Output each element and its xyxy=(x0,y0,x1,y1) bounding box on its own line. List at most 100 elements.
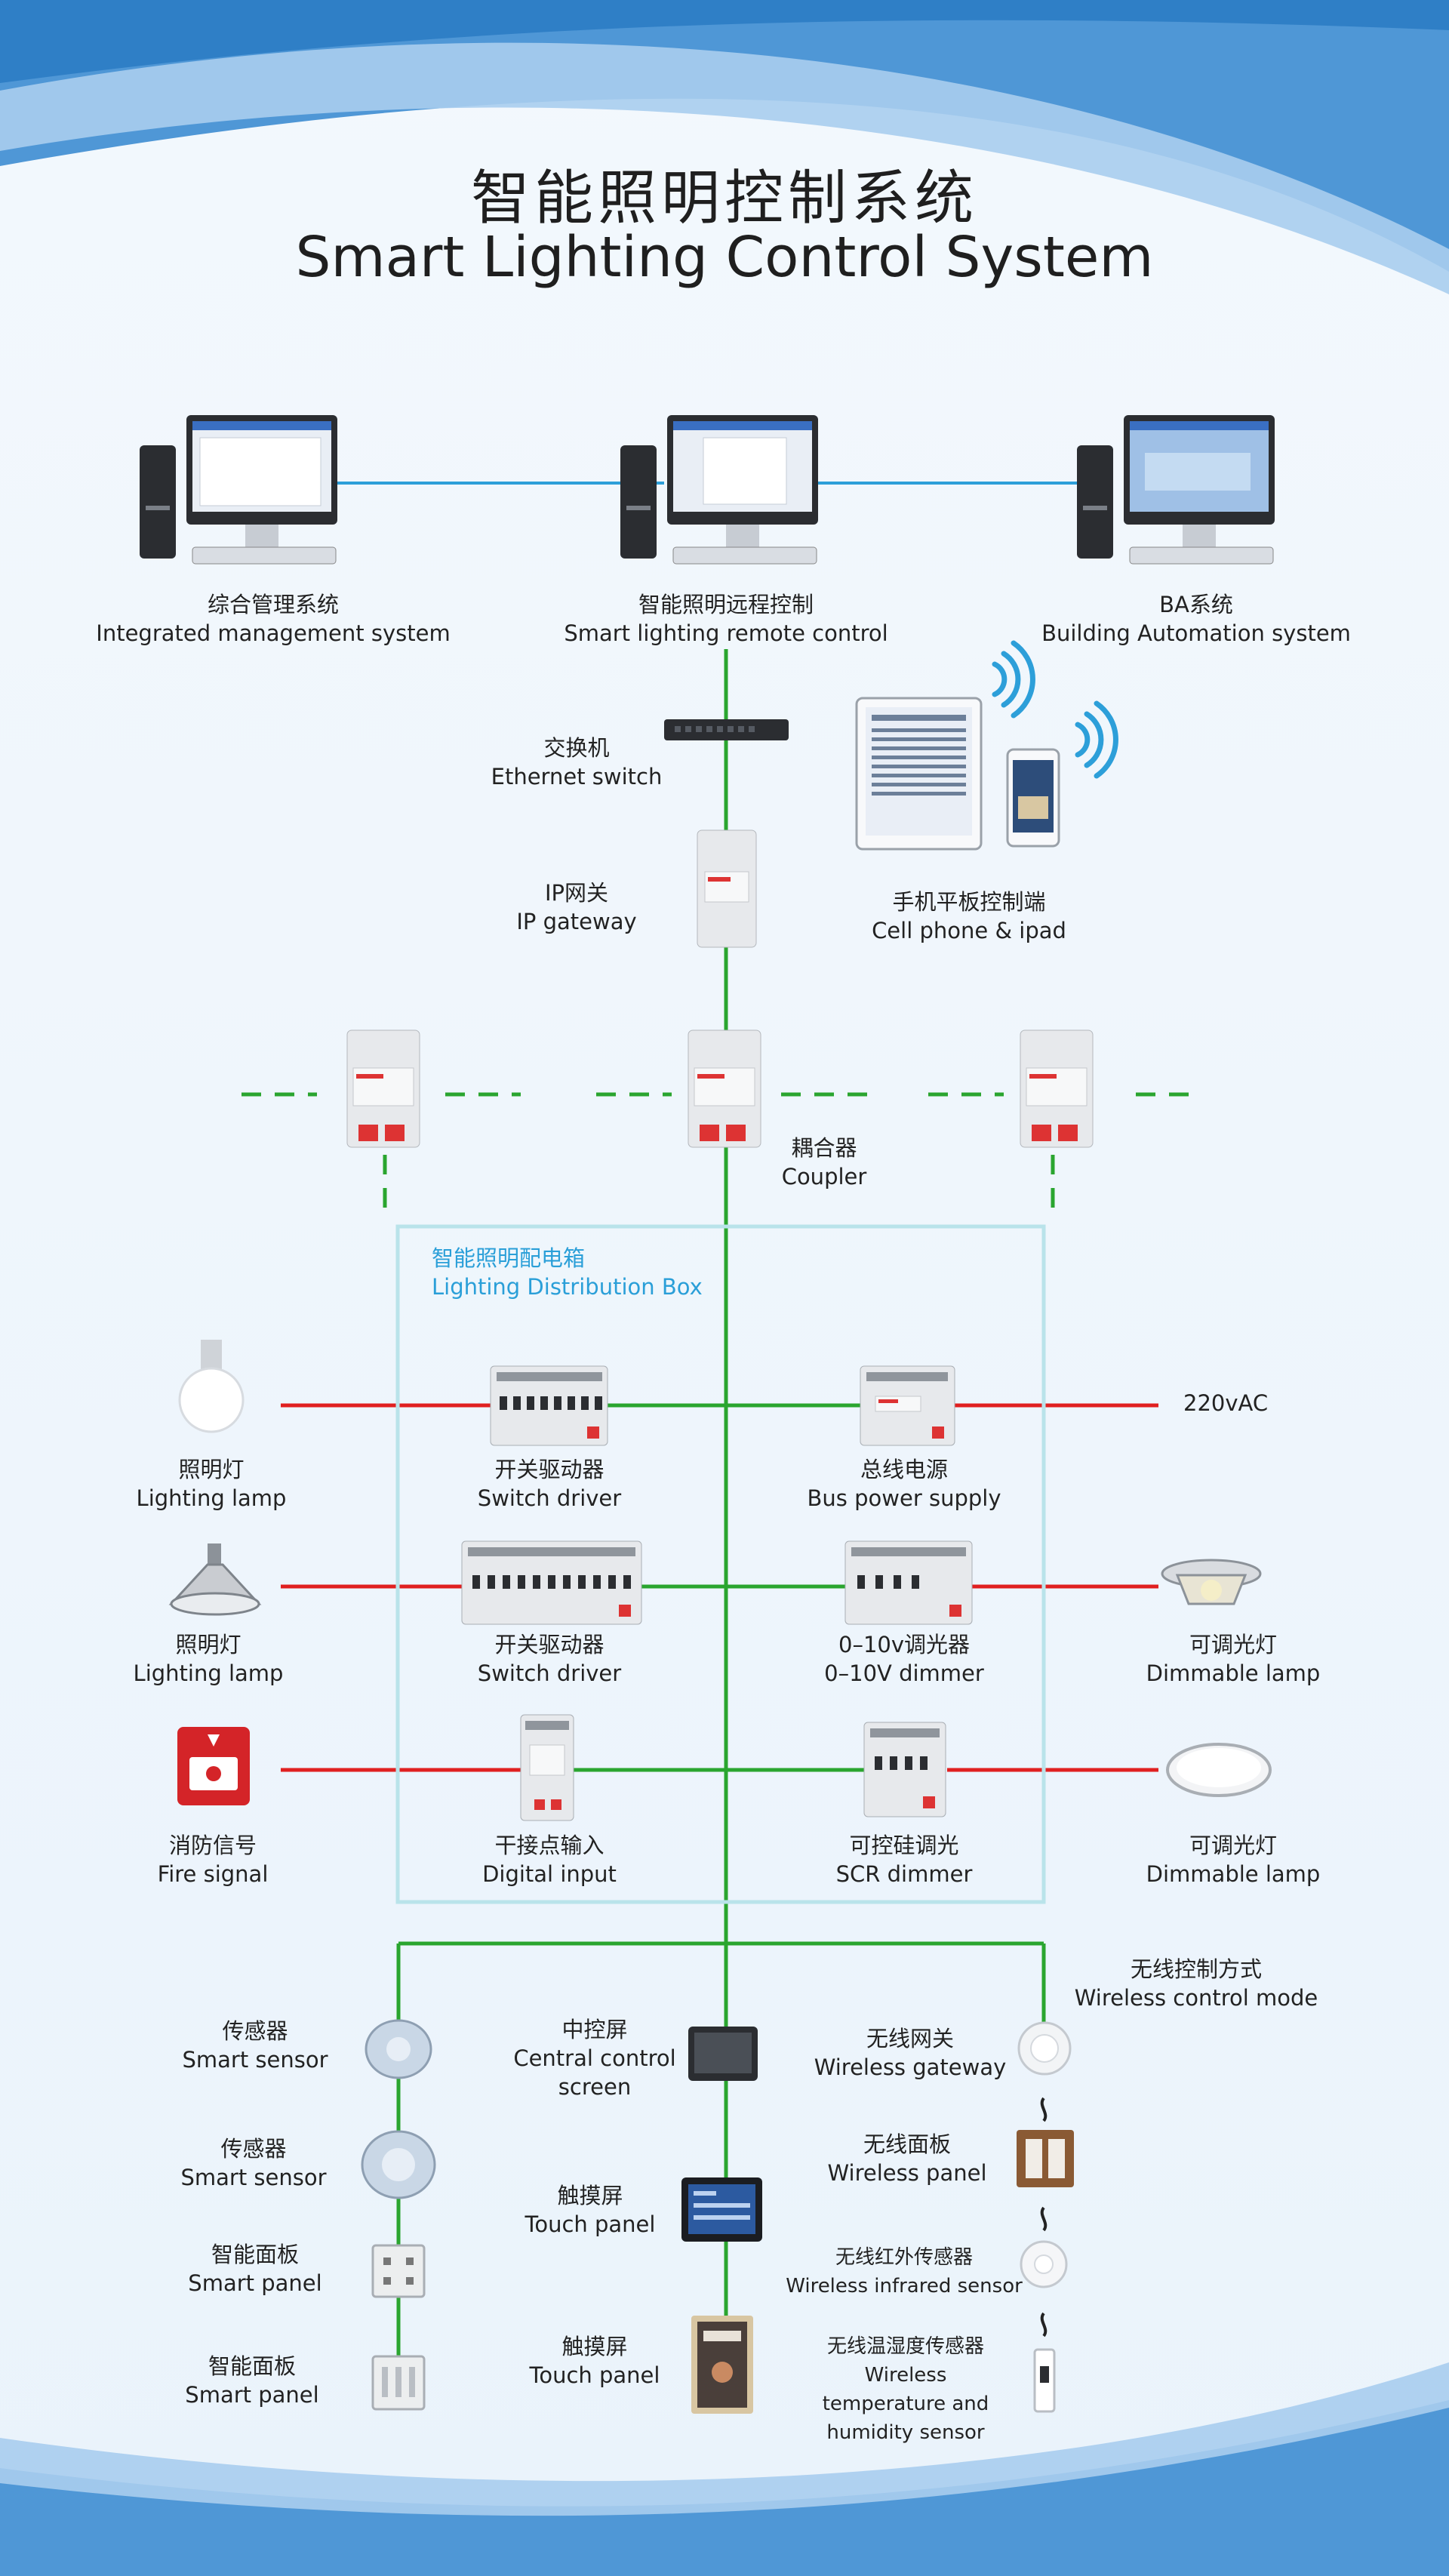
panel-light-icon[interactable] xyxy=(1166,1743,1272,1797)
label-zh: 智能面板 xyxy=(211,2242,299,2267)
label-zh: 开关驱动器 xyxy=(494,1632,605,1657)
label-en: SCR dimmer xyxy=(835,1861,973,1887)
label-en: Switch driver xyxy=(477,1660,622,1686)
label-en: Bus power supply xyxy=(807,1485,1001,1511)
coupler-label: 耦合器 Coupler xyxy=(782,1134,867,1191)
touch-panel-icon[interactable] xyxy=(691,2316,753,2414)
fire-alarm-icon[interactable] xyxy=(177,1727,250,1805)
scr-dimmer-icon[interactable] xyxy=(863,1722,946,1817)
label-en: 0–10V dimmer xyxy=(824,1660,984,1686)
computer-icon[interactable] xyxy=(140,415,337,565)
label-en: Coupler xyxy=(781,1164,867,1190)
downlight-icon[interactable] xyxy=(1161,1559,1262,1605)
label-en: Lighting lamp xyxy=(133,1660,284,1686)
wireless-gateway-label: 无线网关 Wireless gateway xyxy=(814,2024,1007,2082)
module-label: 总线电源 Bus power supply xyxy=(808,1455,1001,1513)
label-en: Smart lighting remote control xyxy=(564,620,888,646)
lamp-label: 照明灯 Lighting lamp xyxy=(134,1630,284,1688)
label-zh: 智能面板 xyxy=(208,2353,296,2379)
digital-input-icon[interactable] xyxy=(520,1714,574,1821)
fire-signal-label: 消防信号 Fire signal xyxy=(158,1831,269,1888)
label-en: Wireless temperature and humidity sensor xyxy=(822,2364,989,2444)
infrared-sensor-label: 无线红外传感器 Wireless infrared sensor xyxy=(786,2243,1023,2301)
label-zh: 0–10v调光器 xyxy=(838,1632,971,1657)
bulb-icon[interactable] xyxy=(178,1340,245,1433)
label-en: IP gateway xyxy=(516,909,637,934)
label-zh: 耦合器 xyxy=(791,1135,857,1161)
title-chinese: 智能照明控制系统 xyxy=(470,165,978,232)
power-supply-icon[interactable] xyxy=(860,1365,955,1446)
screen-label: 中控屏 Central control screen xyxy=(512,2015,678,2101)
wifi-icon xyxy=(992,640,1118,779)
wall-panel-icon[interactable] xyxy=(371,2244,426,2298)
label-en: Building Automation system xyxy=(1041,620,1351,646)
highbay-lamp-icon[interactable] xyxy=(168,1543,262,1616)
sensor-icon[interactable] xyxy=(361,2130,436,2199)
label-en: Smart panel xyxy=(188,2270,322,2296)
distribution-box-border xyxy=(395,1224,1046,1904)
label-en: Integrated management system xyxy=(96,620,451,646)
panel-label: 智能面板 Smart panel xyxy=(188,2240,321,2297)
wall-panel-icon[interactable] xyxy=(371,2355,426,2411)
label-en: Dimmable lamp xyxy=(1146,1861,1321,1887)
label-zh: 可调光灯 xyxy=(1189,1833,1278,1858)
computer-label: 综合管理系统 Integrated management system xyxy=(96,590,450,648)
computer-icon[interactable] xyxy=(1077,415,1275,565)
label-en: Touch panel xyxy=(529,2362,660,2388)
label-en: Switch driver xyxy=(477,1485,622,1511)
lamp-label: 可调光灯 Dimmable lamp xyxy=(1146,1831,1321,1888)
label-en: Wireless panel xyxy=(827,2160,987,2186)
tablet-phone-icon[interactable] xyxy=(855,697,1060,851)
label-en: Ethernet switch xyxy=(491,764,663,789)
label-zh: 干接点输入 xyxy=(494,1833,605,1858)
label-en: Lighting Distribution Box xyxy=(432,1274,703,1300)
humidity-sensor-label: 无线温湿度传感器 Wireless temperature and humidi… xyxy=(800,2332,1011,2447)
label-zh: 综合管理系统 xyxy=(207,592,340,617)
label-zh: 照明灯 xyxy=(175,1632,242,1657)
dimmer-icon[interactable] xyxy=(844,1540,973,1625)
touch-panel-icon[interactable] xyxy=(681,2177,762,2242)
label-zh: 传感器 xyxy=(222,2018,288,2044)
switch-driver-icon[interactable] xyxy=(490,1365,608,1446)
module-label: 干接点输入 Digital input xyxy=(482,1831,617,1888)
coupler-module-icon[interactable] xyxy=(688,1029,761,1148)
label-zh: 智能照明配电箱 xyxy=(432,1245,586,1271)
label-en: Digital input xyxy=(482,1861,617,1887)
label-zh: BA系统 xyxy=(1159,592,1233,617)
wireless-panel-icon[interactable] xyxy=(1017,2130,1074,2187)
label-en: Central control screen xyxy=(513,2045,676,2100)
label-zh: IP网关 xyxy=(544,880,609,906)
coupler-module-icon[interactable] xyxy=(346,1029,420,1148)
computer-icon[interactable] xyxy=(620,415,818,565)
mobile-label: 手机平板控制端 Cell phone & ipad xyxy=(872,888,1066,945)
switch-driver-icon[interactable] xyxy=(461,1540,642,1625)
wireless-links xyxy=(1040,2097,1048,2337)
ethernet-switch-icon[interactable] xyxy=(664,719,789,740)
title-english: Smart Lighting Control System xyxy=(295,225,1154,290)
label-en: Wireless infrared sensor xyxy=(786,2275,1023,2297)
coupler-module-icon[interactable] xyxy=(1020,1029,1094,1148)
wireless-link xyxy=(1040,2312,1048,2337)
label-zh: 无线温湿度传感器 xyxy=(826,2335,984,2358)
label-zh: 手机平板控制端 xyxy=(892,889,1046,915)
gateway-label: IP网关 IP gateway xyxy=(516,879,636,936)
module-label: 开关驱动器 Switch driver xyxy=(478,1630,621,1688)
label-en: Cell phone & ipad xyxy=(872,918,1066,943)
wireless-panel-label: 无线面板 Wireless panel xyxy=(827,2130,986,2187)
label-en: Touch panel xyxy=(525,2211,656,2237)
computer-label: BA系统 Building Automation system xyxy=(1041,590,1351,648)
distribution-box-title: 智能照明配电箱 Lighting Distribution Box xyxy=(432,1244,703,1301)
screen-icon[interactable] xyxy=(688,2027,758,2081)
label-zh: 无线红外传感器 xyxy=(835,2246,974,2269)
wireless-gateway-icon[interactable] xyxy=(1017,2021,1072,2076)
label-zh: 触摸屏 xyxy=(561,2334,628,2359)
wireless-link xyxy=(1040,2097,1048,2122)
module-label: 0–10v调光器 0–10V dimmer xyxy=(824,1630,984,1688)
humidity-sensor-icon[interactable] xyxy=(1033,2348,1056,2413)
sensor-icon[interactable] xyxy=(365,2019,432,2079)
label-en: Lighting lamp xyxy=(136,1485,287,1511)
wireless-title: 无线控制方式 Wireless control mode xyxy=(1075,1955,1318,2012)
infrared-sensor-icon[interactable] xyxy=(1020,2240,1068,2288)
gateway-module-icon[interactable] xyxy=(697,829,757,948)
